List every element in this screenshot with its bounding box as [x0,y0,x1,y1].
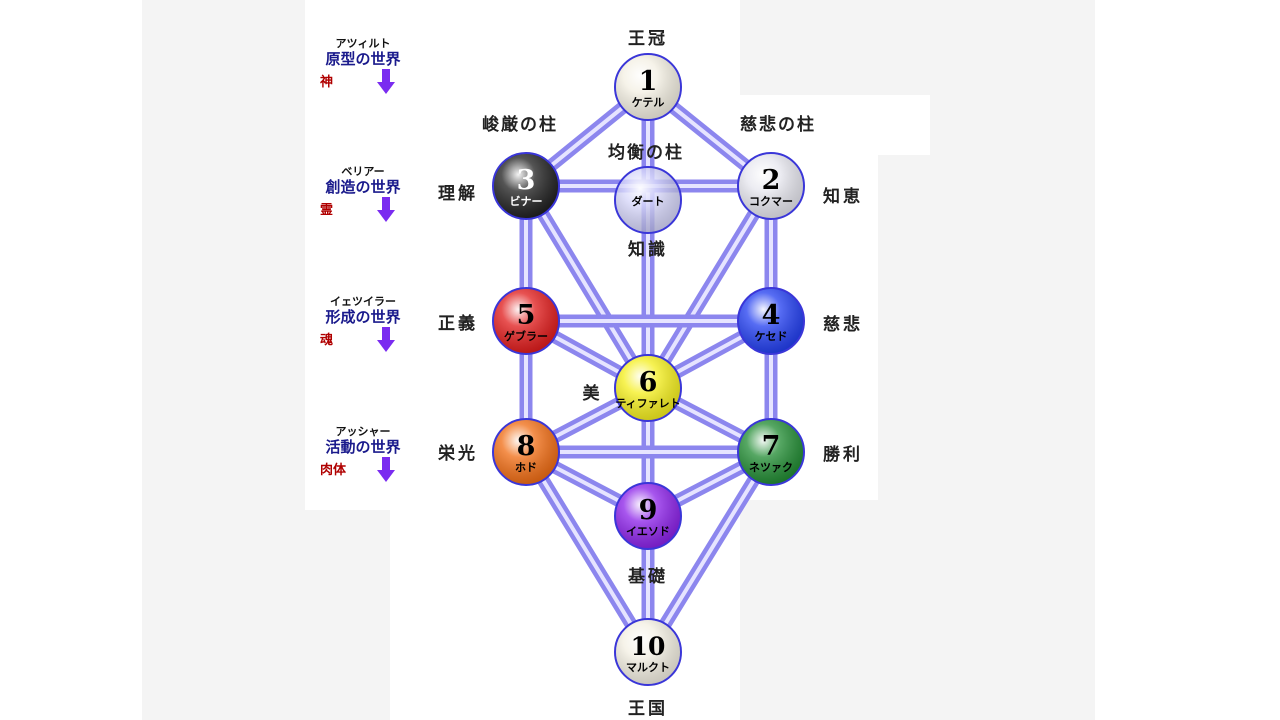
path-highlight-2-6 [646,184,773,390]
attribute-label-2: 知恵 [822,186,863,207]
sephira-shading [739,420,803,484]
world-kana: アツィルト [335,37,391,50]
sephira-shading [494,420,558,484]
world-name: 原型の世界 [325,50,401,68]
sephira-number: 6 [639,367,658,398]
down-arrow-icon [377,69,395,94]
sephira-number: 9 [639,495,658,526]
world-briah: ベリアー 創造の世界 霊 [298,165,428,223]
world-element: 霊 [320,203,334,218]
sephira-name: ビナー [510,194,543,208]
sephira-name: ホド [515,461,537,474]
attribute-label-1: 王冠 [628,29,668,49]
pillar-balance-label: 均衡の柱 [608,142,684,163]
down-arrow-icon [377,327,395,352]
world-kana: イェツイラー [330,295,396,308]
world-element: 神 [320,75,334,90]
world-name: 創造の世界 [325,178,401,196]
sephira-name: イエソド [626,525,670,538]
sephira-shading [616,620,680,684]
path-highlight-8-10 [524,450,650,654]
attribute-label-10: 王国 [628,699,668,719]
down-arrow-icon [377,197,395,222]
sephira-daath: ダート [614,166,682,234]
sephira-name: ゲブラー [504,329,548,343]
sephira-shading [616,356,680,420]
world-element: 肉体 [320,463,347,478]
attribute-label-7: 勝利 [823,444,863,465]
attribute-label-9: 基礎 [627,566,668,587]
attribute-label-3: 理解 [438,183,478,204]
world-name: 活動の世界 [325,438,401,456]
world-name: 形成の世界 [325,308,401,326]
attribute-label-5: 正義 [438,313,478,334]
pillar-label-background [740,95,930,155]
attribute-label-6: 美 [583,383,601,404]
sephira-name: マルクト [626,661,670,674]
attribute-label-8: 栄光 [437,443,478,464]
world-element: 魂 [320,333,334,348]
sephira-number: 4 [762,300,781,331]
world-atziluth: アツィルト 原型の世界 神 [298,37,428,95]
path-highlight-3-6 [524,184,650,390]
world-kana: アッシャー [335,425,391,438]
sephira-name: ケテル [632,96,665,109]
sephira-number: 10 [631,632,666,661]
sephira-number: 8 [517,431,536,462]
sephira-number: 1 [639,66,658,97]
sephira-number: 5 [517,300,536,331]
sephira-name: ネツァク [749,461,793,474]
attribute-label-4: 慈悲 [823,314,863,335]
attribute-label-daath: 知識 [627,239,668,260]
sephira-number: 2 [762,165,781,196]
sephira-shading [616,168,680,232]
sephira-shading [739,154,803,218]
path-highlight-7-10 [646,450,773,654]
sephira-name: ティファレト [615,397,680,410]
sephira-shading [616,55,680,119]
sephira-name: ダート [632,194,665,208]
world-yetzirah: イェツイラー 形成の世界 魂 [298,295,428,353]
sephira-shading [739,289,803,353]
down-arrow-icon [377,457,395,482]
sephira-number: 7 [762,431,781,462]
world-kana: ベリアー [341,165,385,178]
pillar-severity-label: 峻厳の柱 [482,114,558,135]
sephira-number: 3 [517,165,536,196]
sephira-shading [494,289,558,353]
sephira-name: ケセド [755,330,788,343]
sephira-8: 8ホド [492,418,560,486]
world-assiah: アッシャー 活動の世界 肉体 [298,425,428,483]
sephira-shading [616,484,680,548]
pillar-mercy-label: 慈悲の柱 [740,114,816,135]
sephira-shading [494,154,558,218]
world-background [305,0,390,510]
sephira-name: コクマー [749,195,793,208]
